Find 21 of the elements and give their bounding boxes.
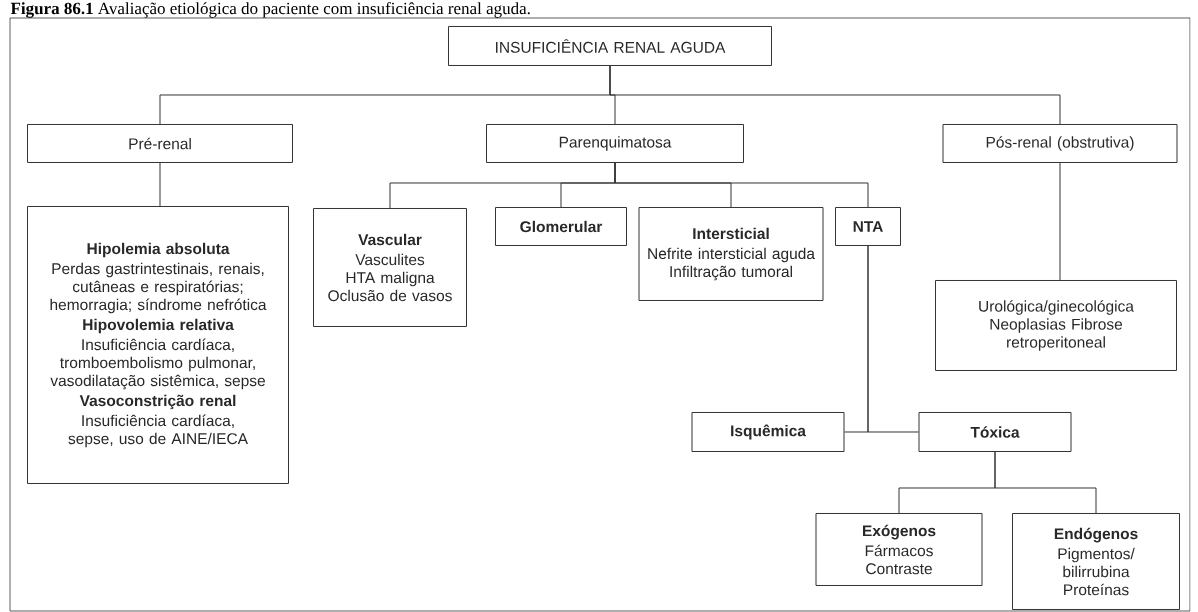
category-box: Endógenos Pigmentos/ bilirrubina Proteínas xyxy=(1012,513,1180,610)
category-box: Tóxica xyxy=(918,412,1072,452)
connector-line xyxy=(867,245,919,433)
connector-line xyxy=(614,162,869,208)
category-box: Vascular Vasculites HTA maligna Oclusão de vasos xyxy=(313,208,467,327)
connector-line xyxy=(609,65,1061,125)
connector-line xyxy=(159,162,161,207)
category-box: Exógenos Fármacos Contraste xyxy=(815,513,983,586)
category-box: Pós-renal (obstrutiva) xyxy=(942,124,1178,163)
category-box: Hipolemia absoluta Perdas gastrintestinais, renais, cutâneas e respiratórias; hemorragia; síndrome nefrótica Hipovolemia relativa Insuficiência cardíaca, tromboembolismo pulmonar, vasodilatação sistêmica, sepse Vasoconstrição renal Insuficiência cardíaca, sepse, uso de AINE/IECA xyxy=(27,206,289,484)
category-box: Glomerular xyxy=(495,207,627,246)
category-box: Isquêmica xyxy=(691,412,845,452)
figure-title: Figura 86.1 Avaliação etiológica do paciente com insuficiência renal aguda. xyxy=(10,2,530,18)
category-box: Pré-renal xyxy=(27,124,293,163)
category-box: Intersticial Nefrite intersticial aguda Infiltração tumoral xyxy=(638,207,824,301)
category-box: Parenquimatosa xyxy=(486,124,744,163)
connector-line xyxy=(994,451,1097,514)
category-box: Urológica/ginecológica Neoplasias Fibrose retroperitoneal xyxy=(935,280,1177,371)
category-box: NTA xyxy=(835,207,901,246)
category-box: INSUFICIÊNCIA RENAL AGUDA xyxy=(448,26,772,66)
connector-line xyxy=(1059,162,1061,281)
